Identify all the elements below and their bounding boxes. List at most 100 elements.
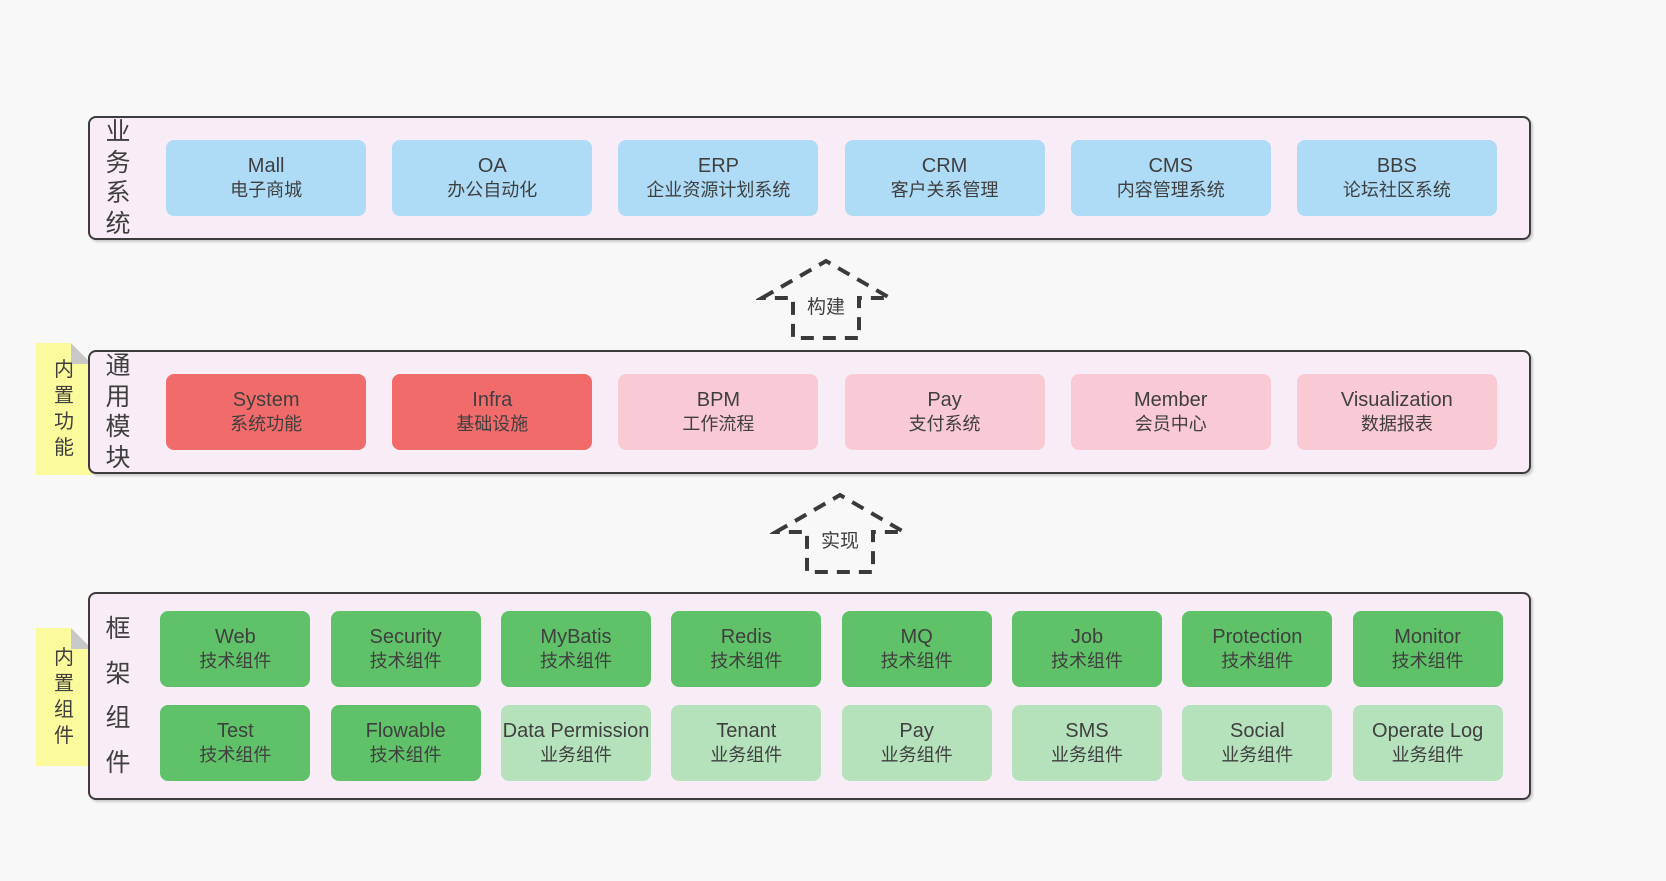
arrow-build: 构建 [756, 254, 896, 346]
box-oa: OA 办公自动化 [392, 140, 593, 216]
box-infra-zh: 基础设施 [456, 414, 529, 435]
box-mq-en: MQ [900, 625, 933, 648]
box-monitor-zh: 技术组件 [1391, 651, 1464, 672]
box-cms-zh: 内容管理系统 [1116, 180, 1225, 201]
box-security: Security 技术组件 [330, 611, 481, 687]
box-oa-en: OA [477, 154, 507, 177]
note-built-in-features: 内置功能 [36, 343, 92, 475]
box-pay-module: Pay 支付系统 [844, 374, 1045, 450]
box-sms-zh: 业务组件 [1050, 745, 1123, 766]
box-erp: ERP 企业资源计划系统 [618, 140, 819, 216]
box-operate-log: Operate Log 业务组件 [1352, 705, 1503, 781]
box-protection: Protection 技术组件 [1182, 611, 1333, 687]
box-cms-en: CMS [1148, 154, 1193, 177]
box-security-en: Security [369, 625, 442, 648]
box-erp-zh: 企业资源计划系统 [646, 180, 791, 201]
note-built-in-features-label: 内置功能 [54, 359, 74, 459]
box-pay-module-en: Pay [927, 388, 962, 411]
band-business-systems: 业务系统 Mall 电子商城 OA 办公自动化 ERP 企业资源计划系统 CRM… [88, 116, 1531, 240]
box-pay-component-zh: 业务组件 [880, 745, 953, 766]
box-social-zh: 业务组件 [1221, 745, 1294, 766]
box-bbs-en: BBS [1376, 154, 1417, 177]
box-mall-en: Mall [247, 154, 285, 177]
box-operate-log-zh: 业务组件 [1391, 745, 1464, 766]
box-visualization-en: Visualization [1340, 388, 1453, 411]
box-system-zh: 系统功能 [230, 414, 303, 435]
component-row-2: Test 技术组件 Flowable 技术组件 Data Permission … [140, 705, 1523, 781]
component-rows: Web 技术组件 Security 技术组件 MyBatis 技术组件 Redi… [140, 611, 1529, 781]
box-member-en: Member [1134, 388, 1208, 411]
box-operate-log-en: Operate Log [1372, 719, 1484, 742]
box-flowable-zh: 技术组件 [369, 745, 442, 766]
box-protection-zh: 技术组件 [1221, 651, 1294, 672]
box-tenant-zh: 业务组件 [710, 745, 783, 766]
box-mall-zh: 电子商城 [230, 180, 303, 201]
box-protection-en: Protection [1212, 625, 1303, 648]
box-test: Test 技术组件 [160, 705, 311, 781]
box-bpm: BPM 工作流程 [618, 374, 819, 450]
box-pay-module-zh: 支付系统 [908, 414, 981, 435]
band-common-modules: 通用模块 System 系统功能 Infra 基础设施 BPM 工作流程 Pay… [88, 350, 1531, 474]
box-web-en: Web [214, 625, 256, 648]
box-sms-en: SMS [1065, 719, 1109, 742]
band-business-systems-label: 业务系统 [105, 118, 131, 238]
box-pay-component: Pay 业务组件 [841, 705, 992, 781]
box-member: Member 会员中心 [1070, 374, 1271, 450]
arrow-implement-outline [770, 492, 910, 574]
band-framework-components-label: 框架组件 [105, 615, 131, 777]
box-job: Job 技术组件 [1011, 611, 1162, 687]
box-bbs: BBS 论坛社区系统 [1296, 140, 1497, 216]
arrow-implement: 实现 [770, 488, 910, 580]
box-social-en: Social [1230, 719, 1285, 742]
box-crm: CRM 客户关系管理 [844, 140, 1045, 216]
box-job-en: Job [1070, 625, 1104, 648]
box-mq-zh: 技术组件 [880, 651, 953, 672]
box-web: Web 技术组件 [160, 611, 311, 687]
band-framework-components: 框架组件 Web 技术组件 Security 技术组件 MyBatis 技术组件… [88, 592, 1531, 800]
box-bbs-zh: 论坛社区系统 [1342, 180, 1451, 201]
band-common-modules-label: 通用模块 [105, 352, 131, 472]
box-infra: Infra 基础设施 [392, 374, 593, 450]
box-bpm-en: BPM [696, 388, 741, 411]
box-web-zh: 技术组件 [199, 651, 272, 672]
box-test-en: Test [216, 719, 254, 742]
module-boxes: System 系统功能 Infra 基础设施 BPM 工作流程 Pay 支付系统… [140, 374, 1529, 450]
box-cms: CMS 内容管理系统 [1070, 140, 1271, 216]
box-mq: MQ 技术组件 [841, 611, 992, 687]
box-mybatis-zh: 技术组件 [539, 651, 612, 672]
box-member-zh: 会员中心 [1134, 414, 1207, 435]
box-visualization-zh: 数据报表 [1360, 414, 1433, 435]
box-monitor: Monitor 技术组件 [1352, 611, 1503, 687]
box-crm-en: CRM [921, 154, 968, 177]
box-flowable: Flowable 技术组件 [330, 705, 481, 781]
box-monitor-en: Monitor [1394, 625, 1461, 648]
business-boxes: Mall 电子商城 OA 办公自动化 ERP 企业资源计划系统 CRM 客户关系… [140, 140, 1529, 216]
box-data-permission-zh: 业务组件 [539, 745, 612, 766]
box-flowable-en: Flowable [365, 719, 446, 742]
arrow-implement-label: 实现 [816, 526, 864, 553]
box-mybatis: MyBatis 技术组件 [500, 611, 651, 687]
box-pay-component-en: Pay [899, 719, 934, 742]
note-built-in-components-label: 内置组件 [54, 647, 74, 747]
component-row-1: Web 技术组件 Security 技术组件 MyBatis 技术组件 Redi… [140, 611, 1523, 687]
box-mybatis-en: MyBatis [540, 625, 612, 648]
box-redis-en: Redis [720, 625, 772, 648]
box-infra-en: Infra [472, 388, 513, 411]
box-system-en: System [232, 388, 300, 411]
box-security-zh: 技术组件 [369, 651, 442, 672]
box-oa-zh: 办公自动化 [447, 180, 538, 201]
box-mall: Mall 电子商城 [166, 140, 367, 216]
box-visualization: Visualization 数据报表 [1296, 374, 1497, 450]
box-system: System 系统功能 [166, 374, 367, 450]
box-data-permission: Data Permission 业务组件 [500, 705, 651, 781]
box-redis: Redis 技术组件 [671, 611, 822, 687]
box-bpm-zh: 工作流程 [682, 414, 755, 435]
arrow-build-label: 构建 [802, 292, 850, 319]
box-data-permission-en: Data Permission [502, 719, 650, 742]
box-tenant: Tenant 业务组件 [671, 705, 822, 781]
box-test-zh: 技术组件 [199, 745, 272, 766]
box-redis-zh: 技术组件 [710, 651, 783, 672]
box-social: Social 业务组件 [1182, 705, 1333, 781]
box-crm-zh: 客户关系管理 [890, 180, 999, 201]
